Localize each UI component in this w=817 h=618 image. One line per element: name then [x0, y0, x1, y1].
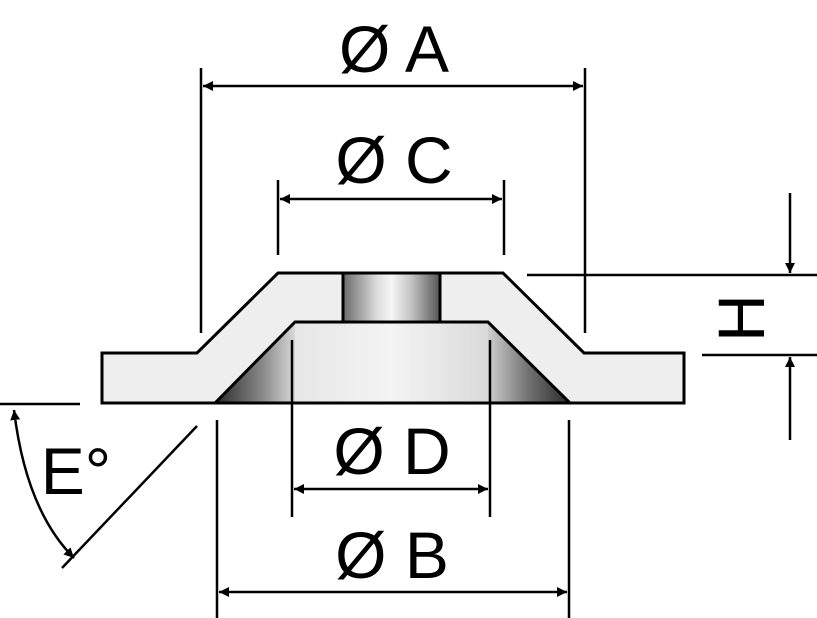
dim-c-label: Ø C — [335, 123, 452, 197]
dimension-b: Ø B — [215, 420, 571, 618]
dim-a-label: Ø A — [339, 12, 449, 86]
cone-center-face — [295, 322, 488, 403]
angle-e: E° — [0, 402, 198, 569]
dim-h-label: H — [704, 294, 778, 342]
dim-d-label: Ø D — [333, 414, 450, 488]
dimension-c: Ø C — [276, 123, 506, 255]
dimension-a: Ø A — [199, 12, 587, 333]
washer-cross-section — [100, 271, 686, 405]
center-hole — [341, 271, 442, 324]
dimension-h: H — [527, 193, 817, 440]
dim-b-label: Ø B — [335, 518, 449, 592]
dimension-d: Ø D — [290, 340, 492, 517]
angle-e-label: E° — [41, 434, 111, 508]
